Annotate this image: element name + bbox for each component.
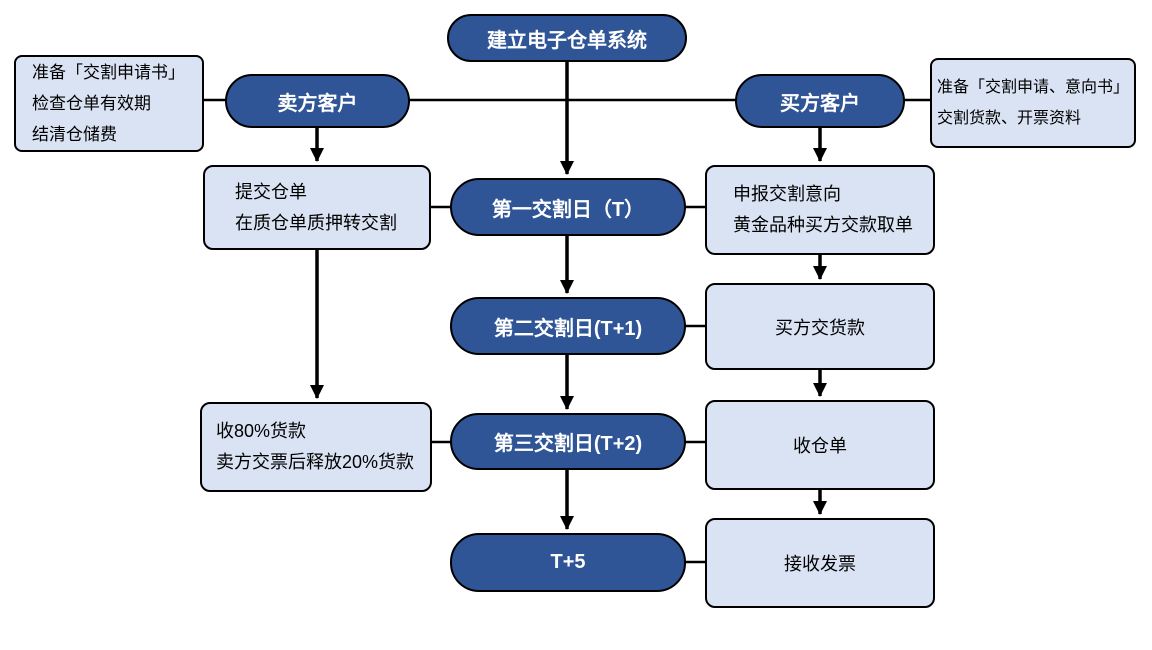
node-second-delivery-day: 第二交割日(T+1) — [450, 297, 686, 355]
node-submit-warehouse-receipt: 提交仓单 在质仓单质押转交割 — [203, 165, 431, 250]
node-label: 第二交割日(T+1) — [493, 317, 643, 340]
node-third-delivery-day: 第三交割日(T+2) — [450, 413, 686, 470]
node-receive-invoice: 接收发票 — [705, 518, 935, 608]
node-text-line: 申报交割意向 — [733, 184, 841, 204]
node-buyer-preparation: 准备「交割申请、意向书」 交割货款、开票资料 — [930, 58, 1136, 148]
node-first-delivery-day: 第一交割日（T） — [450, 178, 686, 236]
node-text-line: 在质仓单质押转交割 — [235, 212, 397, 233]
node-receive-warehouse-receipt: 收仓单 — [705, 400, 935, 490]
node-text-line: 检查仓单有效期 — [32, 94, 151, 113]
node-build-ewarehouse-system: 建立电子仓单系统 — [447, 14, 687, 62]
node-text-line: 交割货款、开票资料 — [937, 110, 1082, 127]
node-t-plus-5: T+5 — [450, 533, 686, 592]
node-seller-customer: 卖方客户 — [225, 74, 410, 128]
node-label: 买方交货款 — [775, 317, 865, 338]
node-text-line: 准备「交割申请书」 — [32, 63, 185, 82]
node-label: 卖方客户 — [277, 92, 358, 115]
node-text-line: 结清仓储费 — [32, 125, 117, 144]
node-label: 第三交割日(T+2) — [493, 433, 643, 455]
node-text-line: 准备「交割申请、意向书」 — [937, 79, 1130, 96]
node-receive-80-percent-payment: 收80%货款 卖方交票后释放20%货款 — [200, 402, 432, 492]
node-text-line: 收80%货款 — [216, 421, 307, 441]
node-label: 建立电子仓单系统 — [487, 29, 647, 52]
node-buyer-customer: 买方客户 — [735, 74, 905, 128]
node-buyer-pays: 买方交货款 — [705, 283, 935, 370]
node-label: 第一交割日（T） — [491, 198, 645, 221]
node-seller-preparation: 准备「交割申请书」 检查仓单有效期 结清仓储费 — [14, 55, 204, 152]
node-label: 买方客户 — [780, 92, 860, 115]
node-text-line: 黄金品种买方交款取单 — [733, 215, 913, 235]
node-text-line: 卖方交票后释放20%货款 — [216, 452, 415, 472]
node-label: 接收发票 — [784, 554, 856, 574]
node-label: T+5 — [550, 551, 586, 573]
node-label: 收仓单 — [793, 436, 847, 456]
node-text-line: 提交仓单 — [235, 181, 307, 202]
node-declare-delivery-intent: 申报交割意向 黄金品种买方交款取单 — [705, 165, 935, 255]
